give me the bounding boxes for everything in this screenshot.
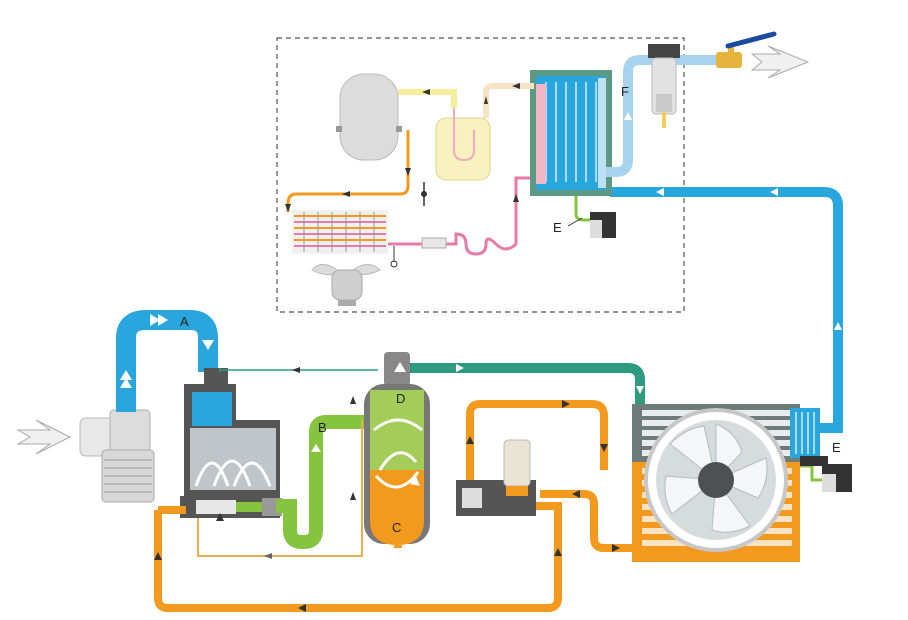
compressed-air-pipe-b [276,415,374,549]
filter-f [648,44,680,128]
label-e-cooler: E [832,440,841,455]
refrigerant-line-yellow [398,89,457,108]
oil-circuit-loop [154,502,562,612]
drain-e-dryer [567,196,616,238]
drain-e-cooler [800,456,852,492]
outlet-arrow-icon [750,45,810,79]
intake-arrows [120,314,214,388]
thermostatic-valve [456,439,536,516]
ball-valve-icon [716,31,777,68]
label-e-dryer: E [553,220,562,235]
wet-air-line-to-dryer [610,187,843,433]
label-b: B [318,420,327,435]
label-d: D [396,391,405,406]
dryer-enclosure [276,37,685,313]
refrigerant-separator-tank [336,73,402,161]
refrigerant-line-cream [483,83,534,118]
label-f: F [621,84,629,99]
intake-filter [79,409,155,503]
air-line-to-cooler [410,363,645,404]
oil-return-from-cooler [540,490,640,552]
refrigerant-compressor-line [388,176,530,256]
fan-icon [644,408,788,552]
dryer-heat-exchanger [530,70,612,196]
refrigerant-accumulator [435,108,491,181]
condenser-fan-icon [311,264,381,306]
flow-arrows-small [216,96,488,521]
compressor-element [180,368,282,518]
label-a: A [180,314,189,329]
label-c: C [392,520,401,535]
oil-return-thin-pipe [197,420,363,557]
refrigerant-condenser [292,210,388,254]
oil-to-cooler-pipe [466,400,608,480]
inlet-arrow-icon [16,419,72,455]
oil-separator [364,352,430,545]
